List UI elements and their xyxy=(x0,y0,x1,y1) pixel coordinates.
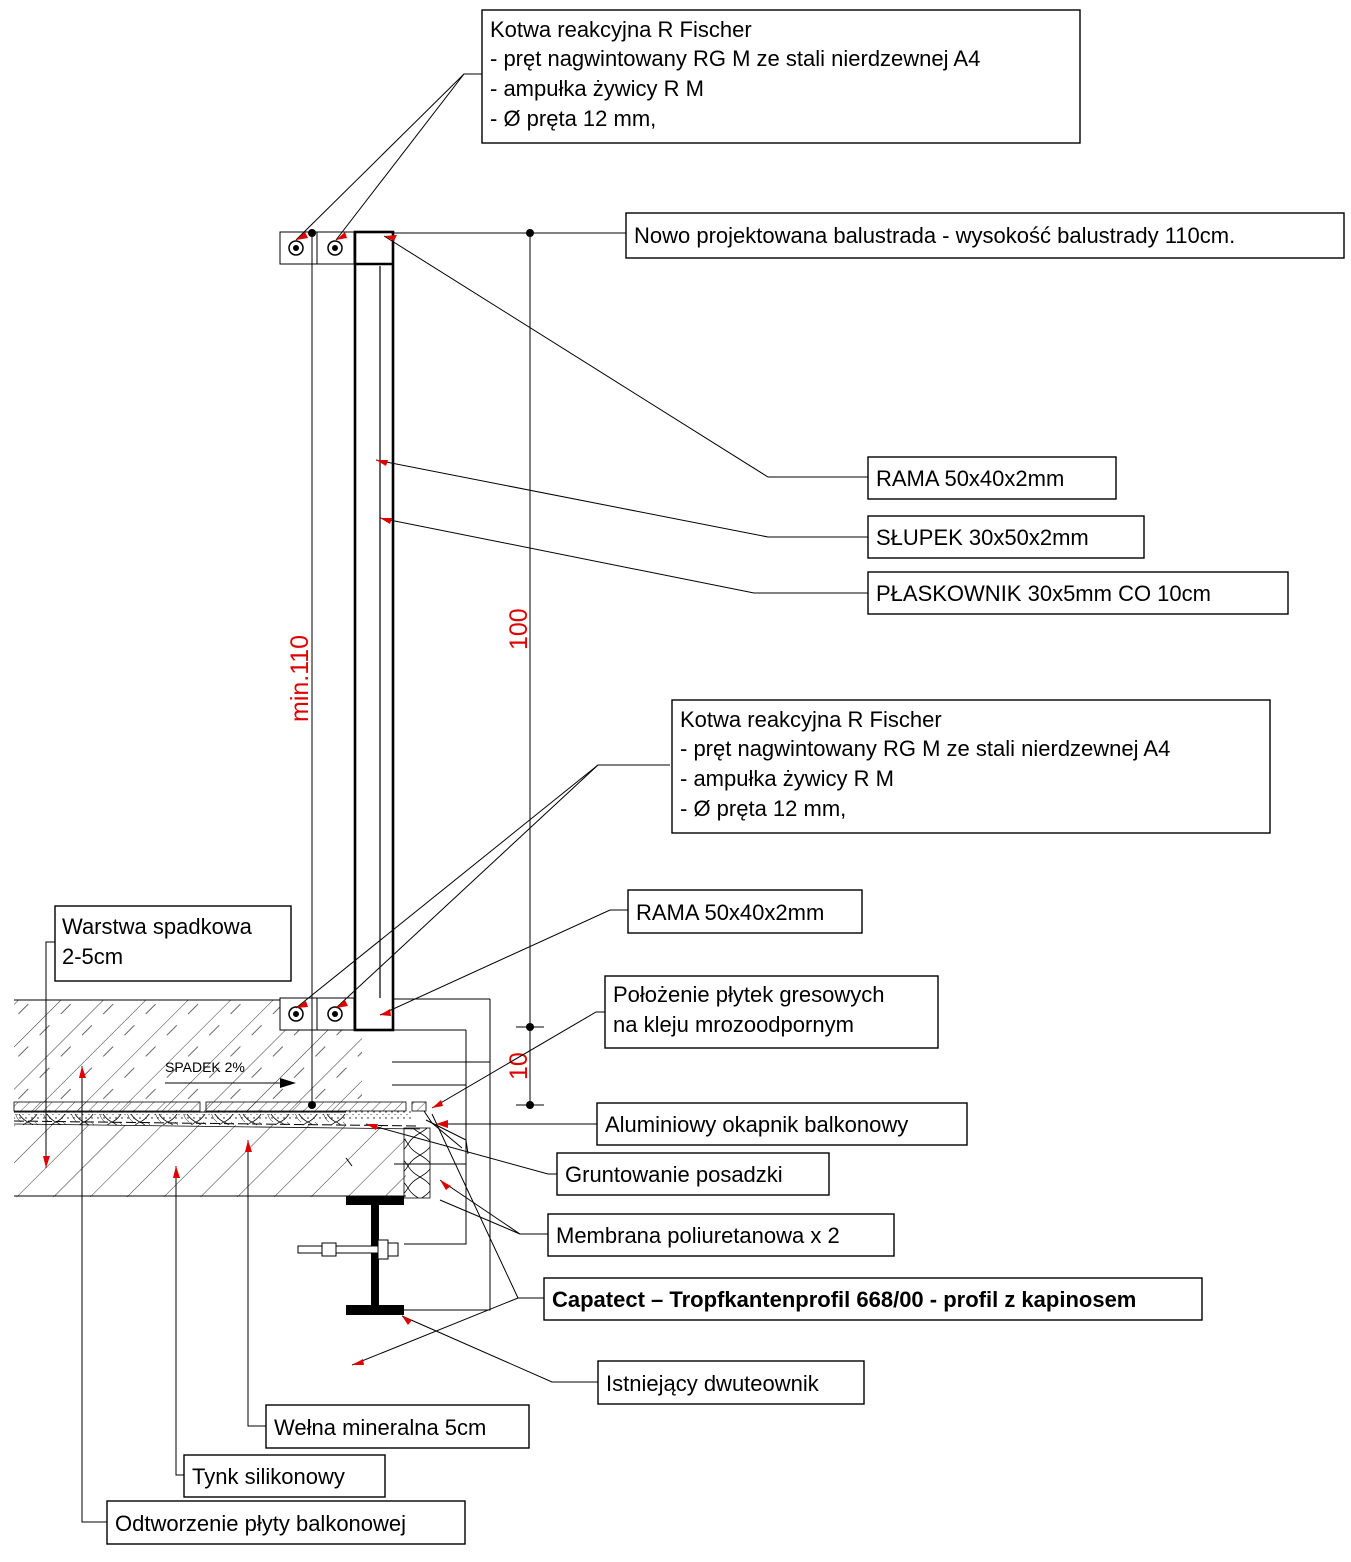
label-primer-text: Gruntowanie posadzki xyxy=(565,1162,783,1187)
label-wool: Wełna mineralna 5cm xyxy=(265,1404,530,1449)
label-slope-layer-1: Warstwa spadkowa xyxy=(62,914,253,939)
anchor-bottom-line3: - Ø pręta 12 mm, xyxy=(680,796,846,821)
label-post: SŁUPEK 30x50x2mm xyxy=(867,515,1145,559)
label-capatect-text: Capatect – Tropfkantenprofil 668/00 - pr… xyxy=(552,1287,1136,1312)
anchor-top-line3: - Ø pręta 12 mm, xyxy=(490,106,656,131)
label-frame-bottom-text: RAMA 50x40x2mm xyxy=(636,900,824,925)
anchor-bottom-line2: - ampułka żywicy R M xyxy=(680,766,894,791)
slope-label: SPADEK 2% xyxy=(165,1059,245,1075)
tiles xyxy=(13,1101,427,1112)
leader-lines xyxy=(45,73,868,1523)
label-frame-top: RAMA 50x40x2mm xyxy=(867,456,1117,500)
label-drip: Aluminiowy okapnik balkonowy xyxy=(596,1102,968,1146)
anchor-top-title: Kotwa reakcyjna R Fischer xyxy=(490,17,752,42)
label-tiles-2: na kleju mrozoodpornym xyxy=(613,1012,854,1037)
dim-10: 10 xyxy=(505,1052,533,1080)
label-capatect: Capatect – Tropfkantenprofil 668/00 - pr… xyxy=(543,1277,1203,1321)
anchor-note-bottom: Kotwa reakcyjna R Fischer - pręt nagwint… xyxy=(671,699,1271,834)
label-primer: Gruntowanie posadzki xyxy=(556,1152,830,1196)
label-balustrade-text: Nowo projektowana balustrada - wysokość … xyxy=(634,223,1235,248)
anchor-top-line2: - ampułka żywicy R M xyxy=(490,76,704,101)
label-wool-text: Wełna mineralna 5cm xyxy=(274,1415,486,1440)
label-tiles: Położenie płytek gresowych na kleju mroz… xyxy=(604,975,939,1049)
label-slope-layer: Warstwa spadkowa 2-5cm xyxy=(54,905,292,982)
label-slab: Odtworzenie płyty balkonowej xyxy=(106,1500,466,1545)
leader-arrowheads xyxy=(43,232,451,1365)
adhesive-layer xyxy=(14,1111,412,1120)
label-plaster-text: Tynk silikonowy xyxy=(192,1464,345,1489)
edge-insulation xyxy=(403,1127,431,1199)
balustrade xyxy=(279,230,491,1085)
dim-min-110: min.110 xyxy=(286,635,314,722)
anchor-bottom-line1: - pręt nagwintowany RG M ze stali nierdz… xyxy=(680,736,1170,761)
label-flat-bar: PŁASKOWNIK 30x5mm CO 10cm xyxy=(867,571,1289,615)
label-frame-bottom: RAMA 50x40x2mm xyxy=(627,889,863,934)
label-slab-text: Odtworzenie płyty balkonowej xyxy=(115,1511,406,1536)
label-slope-layer-2: 2-5cm xyxy=(62,944,123,969)
label-tiles-1: Położenie płytek gresowych xyxy=(613,982,884,1007)
label-membrane-text: Membrana poliuretanowa x 2 xyxy=(556,1223,840,1248)
label-post-text: SŁUPEK 30x50x2mm xyxy=(876,525,1089,550)
label-membrane: Membrana poliuretanowa x 2 xyxy=(547,1213,895,1257)
label-plaster: Tynk silikonowy xyxy=(183,1454,386,1498)
label-ibeam-text: Istniejący dwuteownik xyxy=(606,1371,820,1396)
label-ibeam: Istniejący dwuteownik xyxy=(597,1360,865,1405)
label-balustrade: Nowo projektowana balustrada - wysokość … xyxy=(625,212,1345,259)
anchor-bolt xyxy=(297,1239,399,1260)
slope-layer-block xyxy=(14,1125,406,1197)
label-flat-bar-text: PŁASKOWNIK 30x5mm CO 10cm xyxy=(876,581,1211,606)
anchor-note-top: Kotwa reakcyjna R Fischer - pręt nagwint… xyxy=(481,9,1081,144)
membrane-line xyxy=(13,1120,421,1127)
label-drip-text: Aluminiowy okapnik balkonowy xyxy=(605,1112,908,1137)
anchor-bottom-title: Kotwa reakcyjna R Fischer xyxy=(680,707,942,732)
dim-100: 100 xyxy=(505,608,533,650)
label-frame-top-text: RAMA 50x40x2mm xyxy=(876,466,1064,491)
anchor-top-line1: - pręt nagwintowany RG M ze stali nierdz… xyxy=(490,46,980,71)
i-beam xyxy=(346,1196,404,1315)
